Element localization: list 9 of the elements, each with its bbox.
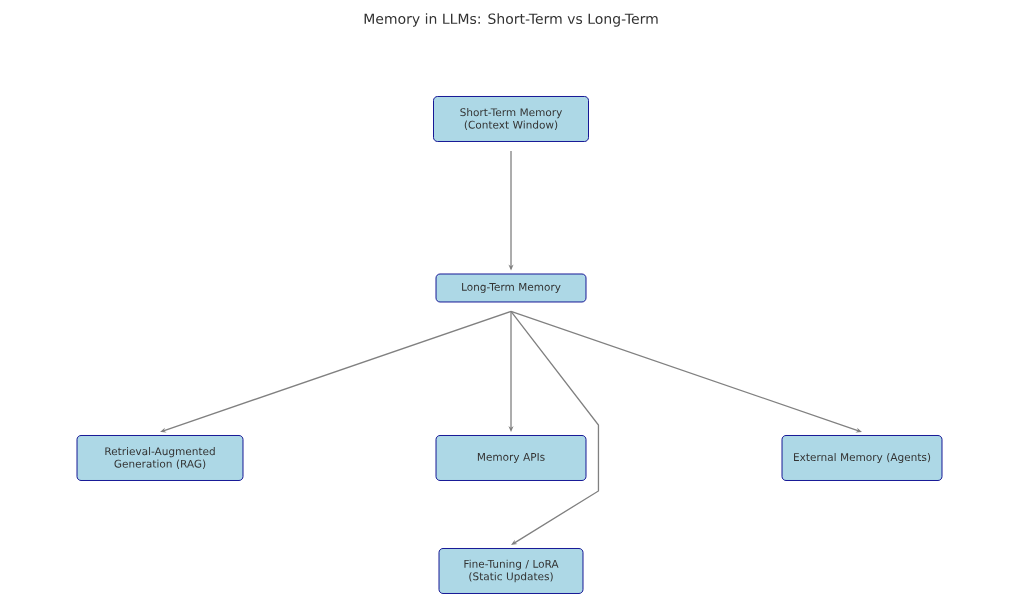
process-box: Short-Term Memory (Context Window) (433, 96, 589, 142)
arrow (510, 310, 862, 433)
process-box: External Memory (Agents) (781, 435, 943, 481)
process-box: Fine-Tuning / LoRA (Static Updates) (438, 548, 584, 594)
process-box: Long-Term Memory (435, 273, 587, 303)
arrow (160, 310, 512, 433)
process-box: Memory APIs (435, 435, 587, 481)
title: Memory in LLMs: Short-Term vs Long-Term (364, 13, 658, 27)
process-box: Retrieval-Augmented Generation (RAG) (76, 435, 244, 481)
